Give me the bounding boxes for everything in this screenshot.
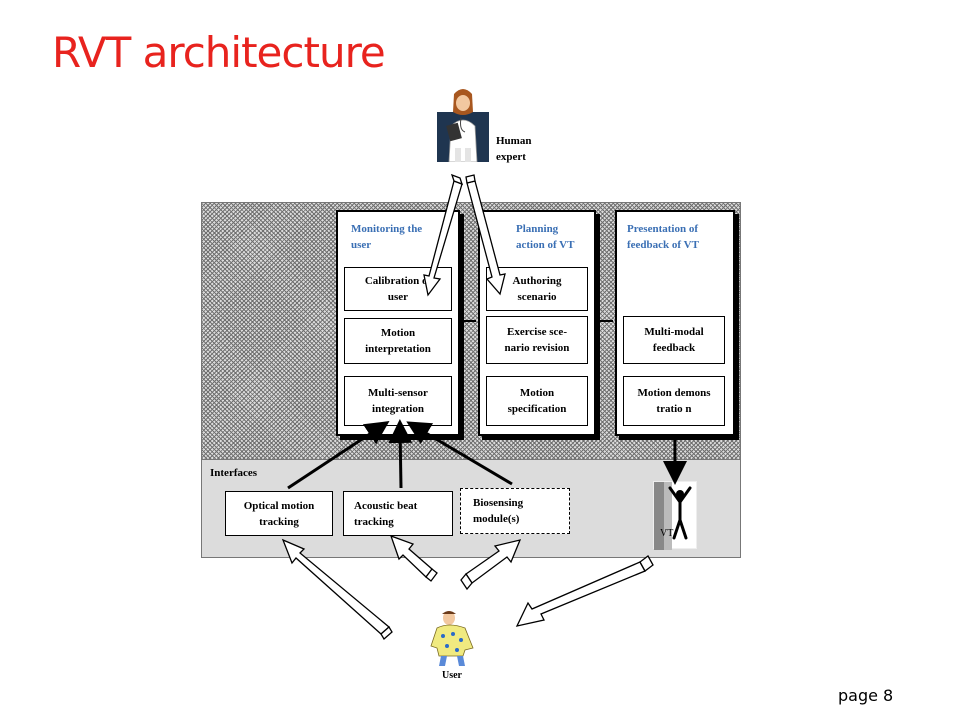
box-optical-motion-tracking: Optical motion tracking [225, 491, 333, 536]
interfaces-label: Interfaces [210, 467, 258, 479]
user-label: User [442, 670, 462, 681]
box-biosensing-modules: Biosensing module(s) [460, 488, 570, 534]
header-presentation: Presentation of feedback of VT [627, 223, 699, 251]
vt-label: VT [660, 528, 674, 539]
hollow-arrow-vt-to-user [515, 561, 646, 627]
arrow-biosensing-to-integration [406, 421, 513, 486]
box-motion-demonstration: Motion demonstratio n [623, 376, 725, 426]
arrow-acoustic-to-integration [388, 419, 413, 489]
header-monitoring: Monitoring the user [351, 223, 423, 251]
person-icon [427, 610, 479, 666]
page-number: page 8 [838, 686, 894, 705]
hollow-arrow-user-to-optical [281, 538, 391, 635]
box-exercise-scenario-revision: Exercise sce-nario revision [486, 316, 588, 364]
human-expert-label: Human expert [496, 135, 532, 163]
page-title: RVT architecture [52, 28, 386, 77]
box-acoustic-beat-tracking: Acoustic beat tracking [343, 491, 453, 536]
doctor-icon [437, 86, 489, 163]
arrow-optical-to-integration [287, 421, 390, 490]
hollow-arrow-user-to-biosensing [465, 539, 522, 584]
hollow-arrow-expert-to-authoring [466, 180, 506, 296]
hollow-arrow-expert-to-calibration [423, 180, 463, 297]
header-planning: Planning action of VT [516, 223, 575, 251]
box-motion-interpretation: Motion interpretation [344, 318, 452, 364]
hollow-arrow-user-to-acoustic [389, 534, 433, 578]
box-multi-sensor-integration: Multi-sensor integration [344, 376, 452, 426]
box-multi-modal-feedback: Multi-modal feedback [623, 316, 725, 364]
box-authoring-scenario: Authoring scenario [486, 267, 588, 311]
box-motion-specification: Motion specification [486, 376, 588, 426]
